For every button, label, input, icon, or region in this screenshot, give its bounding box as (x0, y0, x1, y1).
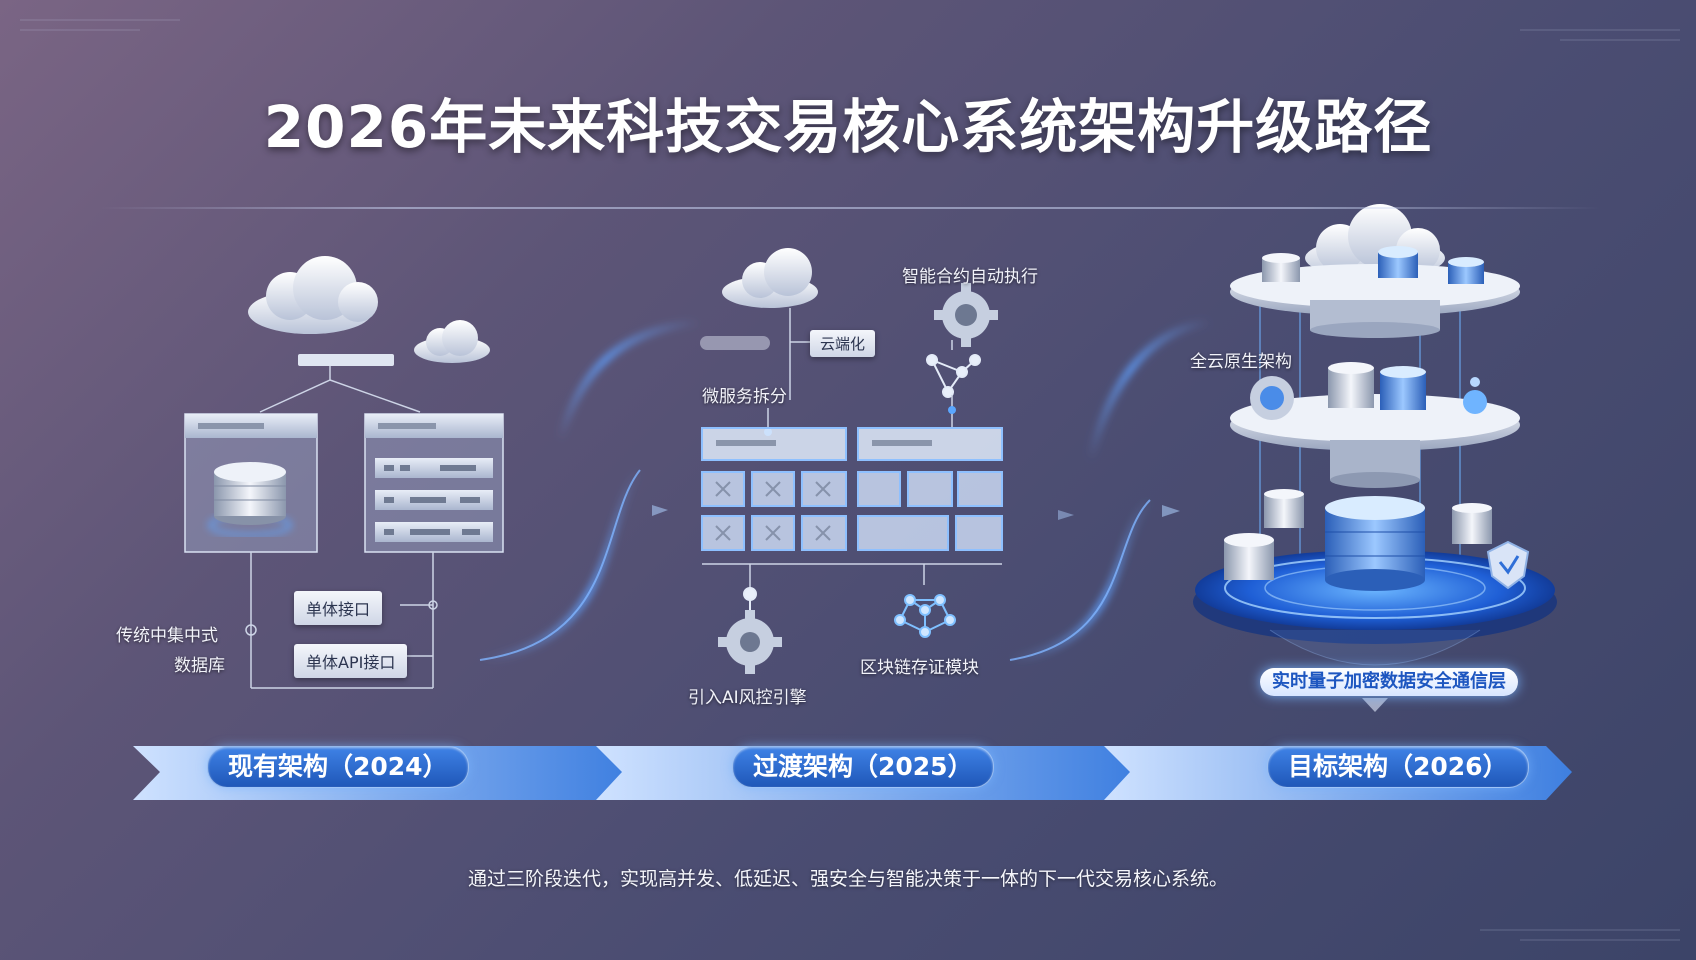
stage1-database-icon (214, 462, 286, 525)
stage-pill-2026: 目标架构（2026） (1267, 746, 1529, 788)
stage1-single-interface-tag: 单体接口 (294, 591, 383, 625)
stage2-network-icon (926, 354, 981, 398)
stage2-cloud-icon (722, 248, 818, 308)
stage3-top-platform (1230, 264, 1520, 338)
stage1-server-panel (364, 413, 504, 553)
stage3-middle-db-icons (1328, 362, 1426, 410)
stage-pill-2024: 现有架构（2024） (207, 746, 469, 788)
stage2-ai-node-icon (743, 587, 757, 610)
stage3-node-icon (1463, 377, 1487, 414)
stage3-top-db-icons (1262, 246, 1484, 284)
stage1-cloud-small-icon (414, 320, 490, 363)
stage3-central-db-icon (1325, 496, 1425, 591)
stage3-cloud-native-caption: 全云原生架构 (1190, 352, 1292, 372)
stage1-cloud-large-icon (248, 256, 378, 334)
title-divider (100, 207, 1600, 209)
stage-pill-2025: 过渡架构（2025） (732, 746, 994, 788)
page-title: 2026年未来科技交易核心系统架构升级路径 (263, 93, 1433, 161)
summary-text: 通过三阶段迭代，实现高并发、低延迟、强安全与智能决策于一体的下一代交易核心系统。 (467, 868, 1228, 890)
stage1-server-strip (298, 354, 394, 366)
stage2-microservice-caption: 微服务拆分 (702, 387, 787, 407)
stage2-blockchain-caption: 区块链存证模块 (860, 658, 979, 678)
stage2-microservice-blocks (701, 427, 1003, 551)
stage1-db-caption-line2: 数据库 (174, 656, 225, 676)
stage2-blockchain-icon (894, 594, 956, 638)
stage2-ai-gear-icon (718, 610, 782, 674)
stage3-shield-icon (1486, 540, 1530, 590)
stage2-smart-contract-caption: 智能合约自动执行 (902, 267, 1038, 287)
stage1-api-interface-tag: 单体API接口 (294, 644, 408, 678)
stage1-db-caption-line1: 传统中集中式 (116, 626, 218, 646)
stage2-ai-caption: 引入AI风控引擎 (688, 688, 807, 708)
stage3-sync-gear-icon (1250, 376, 1294, 420)
stage2-cloud-tag: 云端化 (810, 330, 876, 357)
stage1-database-panel (184, 413, 318, 553)
stage3-middle-platform (1230, 394, 1520, 488)
stage2-gear-icon (934, 283, 998, 347)
stage3-quantum-layer-badge: 实时量子加密数据安全通信层 (1260, 668, 1518, 696)
stage3-side-db-icons (1224, 489, 1492, 580)
